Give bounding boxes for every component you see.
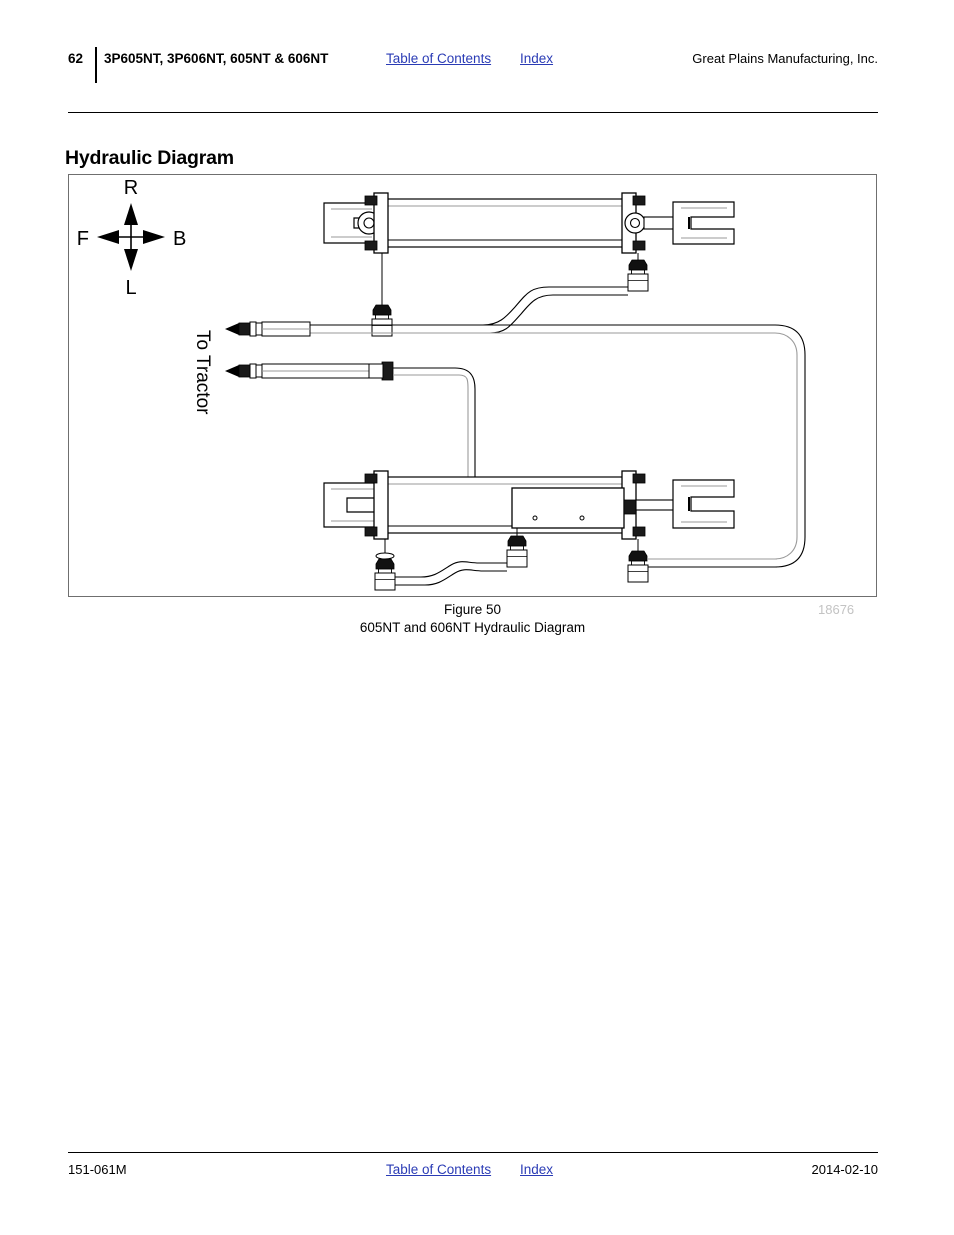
hose-to-tractor-lower: [224, 361, 476, 493]
fitting-bottom-left: [374, 558, 396, 591]
footer-table-of-contents-link[interactable]: Table of Contents: [386, 1162, 492, 1177]
compass-label-down: L: [125, 277, 136, 299]
header-rule: [68, 112, 878, 114]
top-cylinder-left-clevis: [323, 202, 382, 244]
footer-rule: [68, 1152, 878, 1154]
figure-caption: Figure 50 605NT and 606NT Hydraulic Diag…: [68, 601, 877, 636]
top-cylinder-assembly: [323, 192, 735, 315]
bottom-cylinder-left-clevis: [323, 482, 382, 528]
bottom-cylinder-valve-block: [511, 487, 637, 529]
arrow-left-icon: [97, 230, 119, 244]
hose-upper-jog: [482, 286, 628, 334]
page-footer: 151-061M Table of Contents Index 2014-02…: [68, 1162, 878, 1184]
to-tractor-label: To Tractor: [192, 330, 213, 415]
bottom-cylinder-cap-left: [373, 470, 389, 540]
header-company-name: Great Plains Manufacturing, Inc.: [692, 51, 878, 66]
figure-part-number: 18676: [818, 602, 855, 617]
hydraulic-diagram-drawing: R L F B To Tractor: [77, 177, 806, 591]
fitting-top-right: [627, 259, 649, 292]
arrow-up-icon: [124, 203, 138, 225]
hydraulic-diagram-figure: R L F B To Tractor: [68, 174, 877, 597]
header-index-link[interactable]: Index: [520, 51, 554, 66]
compass-label-left: F: [77, 228, 89, 250]
footer-date: 2014-02-10: [811, 1162, 879, 1177]
header-page-number: 62: [68, 51, 84, 66]
arrow-down-icon: [124, 249, 138, 271]
header-table-of-contents-link[interactable]: Table of Contents: [386, 51, 492, 66]
bottom-cylinder-rod: [635, 499, 679, 511]
top-cylinder-right-yoke: [672, 201, 735, 245]
bottom-cylinder-assembly: [323, 470, 735, 569]
hose-to-tractor-upper: [224, 321, 806, 568]
figure-number: Figure 50: [443, 602, 502, 617]
orientation-compass: R L F B: [77, 177, 187, 299]
hose-bottom-right-run: [648, 558, 777, 568]
top-cylinder-cap-left: [373, 192, 389, 254]
fitting-bottom-right: [627, 550, 649, 583]
footer-document-number: 151-061M: [68, 1162, 127, 1177]
figure-title: 605NT and 606NT Hydraulic Diagram: [359, 619, 586, 635]
bottom-cylinder-right-yoke: [672, 479, 735, 529]
page-title: Hydraulic Diagram: [65, 147, 234, 169]
header-divider: [95, 47, 97, 83]
page-header: 62 3P605NT, 3P606NT, 605NT & 606NT Table…: [68, 47, 878, 83]
header-model-list: 3P605NT, 3P606NT, 605NT & 606NT: [104, 51, 329, 66]
arrow-right-icon: [143, 230, 165, 244]
compass-label-up: R: [124, 177, 138, 199]
hose-bottom-jog: [395, 561, 507, 586]
fitting-bottom-middle: [506, 535, 528, 568]
fitting-top-left: [371, 304, 393, 337]
compass-label-right: B: [173, 228, 186, 250]
footer-index-link[interactable]: Index: [520, 1162, 554, 1177]
